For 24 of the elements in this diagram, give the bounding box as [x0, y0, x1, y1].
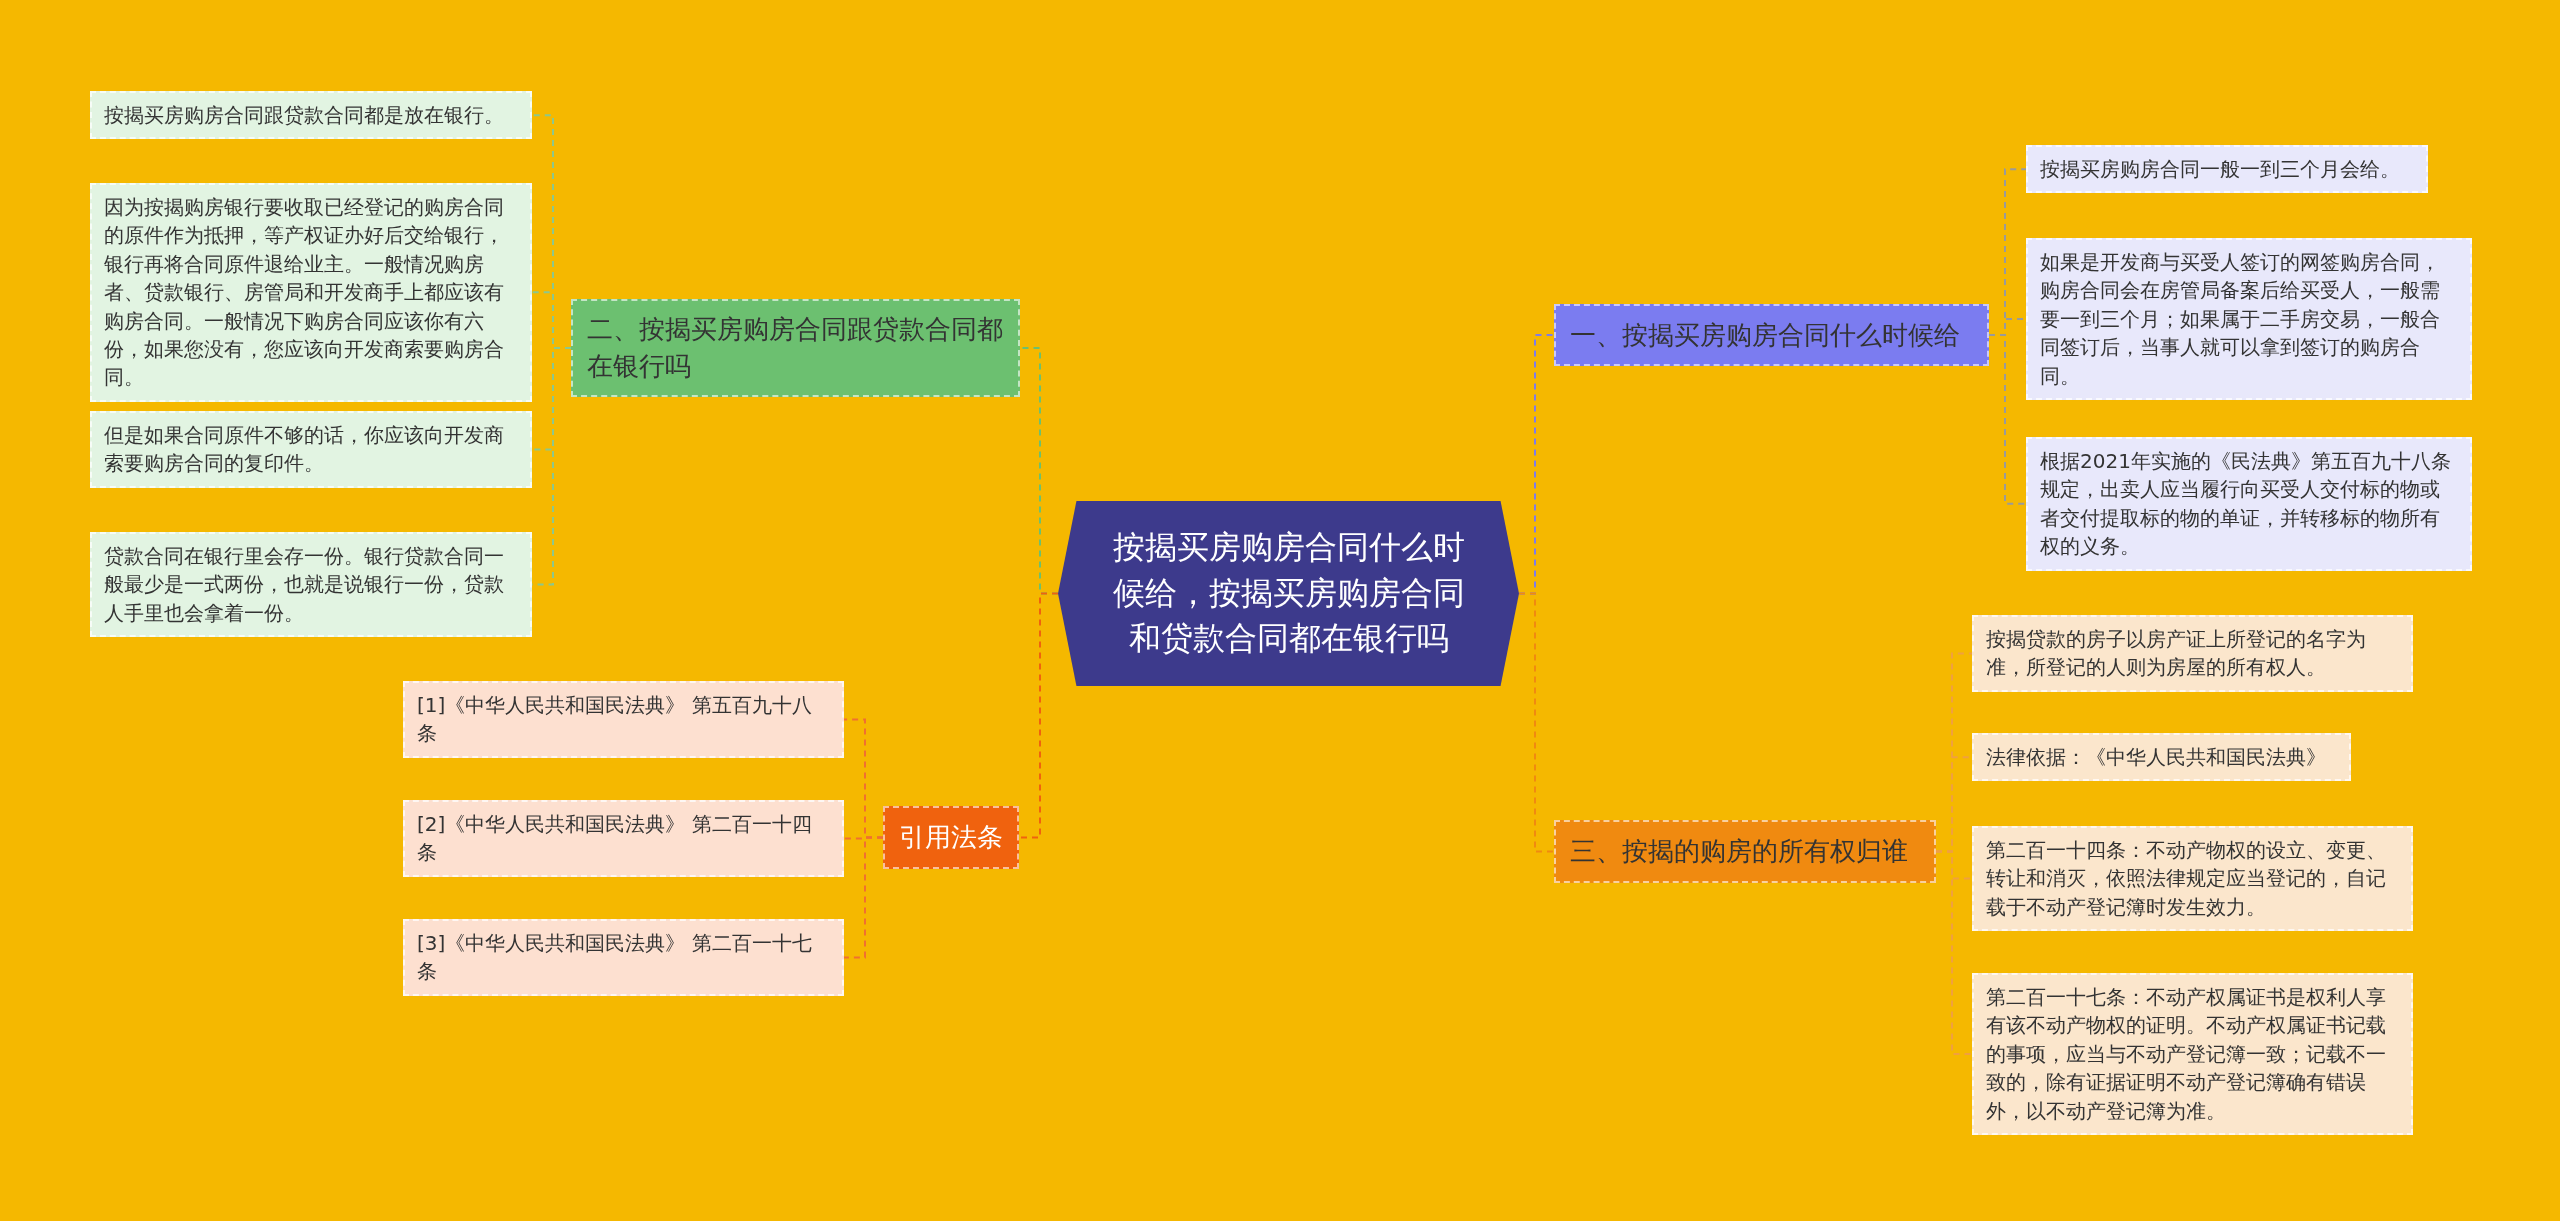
connector-line: [1518, 592, 1555, 853]
note-box: 贷款合同在银行里会存一份。银行贷款合同一般最少是一式两份，也就是说银行一份，贷款人手里也会拿着一份。: [90, 532, 532, 638]
note-box: 因为按揭购房银行要收取已经登记的购房合同的原件作为抵押，等产权证办好后交给银行，银行再将合同原件退给业主。一般情况购房者、贷款银行、房管局和开发商手上都应该有购房合同。一般情况下购房合同应该你有六份，如果您没有，您应该向开发商索要购房合同。: [90, 183, 532, 402]
note-box: 第二百一十七条：不动产权属证书是权利人享有该不动产物权的证明。不动产权属证书记载的事项，应当与不动产登记簿一致；记载不一致的，除有证据证明不动产登记簿确有错误外，以不动产登记簿为准。: [1972, 973, 2413, 1135]
note-box: 按揭买房购房合同一般一到三个月会给。: [2026, 145, 2428, 194]
note-box: 但是如果合同原件不够的话，你应该向开发商索要购房合同的复印件。: [90, 411, 532, 488]
note-box: 按揭买房购房合同跟贷款合同都是放在银行。: [90, 91, 532, 140]
topic-box: 二、按揭买房购房合同跟贷款合同都在银行吗: [571, 299, 1020, 397]
connector-line: [1018, 592, 1059, 839]
note-box: [1]《中华人民共和国民法典》 第五百九十八条: [403, 681, 844, 758]
connector-line: [1935, 850, 1973, 1055]
note-box: [3]《中华人民共和国民法典》 第二百一十七条: [403, 919, 844, 996]
note-box: 按揭贷款的房子以房产证上所登记的名字为准，所登记的人则为房屋的所有权人。: [1972, 615, 2413, 692]
connector-line: [1988, 334, 2027, 505]
note-box: 第二百一十四条：不动产物权的设立、变更、转让和消灭，依照法律规定应当登记的，自记载于不动产登记簿时发生效力。: [1972, 826, 2413, 932]
note-box: [2]《中华人民共和国民法典》 第二百一十四条: [403, 800, 844, 877]
note-box: 根据2021年实施的《民法典》第五百九十八条规定，出卖人应当履行向买受人交付标的物或者交付提取标的物的单证，并转移标的物所有权的义务。: [2026, 437, 2472, 571]
topic-box: 引用法条: [883, 806, 1019, 869]
connector-line: [843, 836, 884, 959]
note-box: 法律依据：《中华人民共和国民法典》: [1972, 733, 2351, 782]
central-topic: 按揭买房购房合同什么时候给，按揭买房购房合同和贷款合同都在银行吗: [1058, 501, 1519, 686]
topic-box: 三、按揭的购房的所有权归谁: [1554, 820, 1936, 883]
topic-box: 一、按揭买房购房合同什么时候给: [1554, 304, 1989, 366]
note-box: 如果是开发商与买受人签订的网签购房合同，购房合同会在房管局备案后给买受人，一般需要一到三个月；如果属于二手房交易，一般合同签订后，当事人就可以拿到签订的购房合同。: [2026, 238, 2472, 400]
